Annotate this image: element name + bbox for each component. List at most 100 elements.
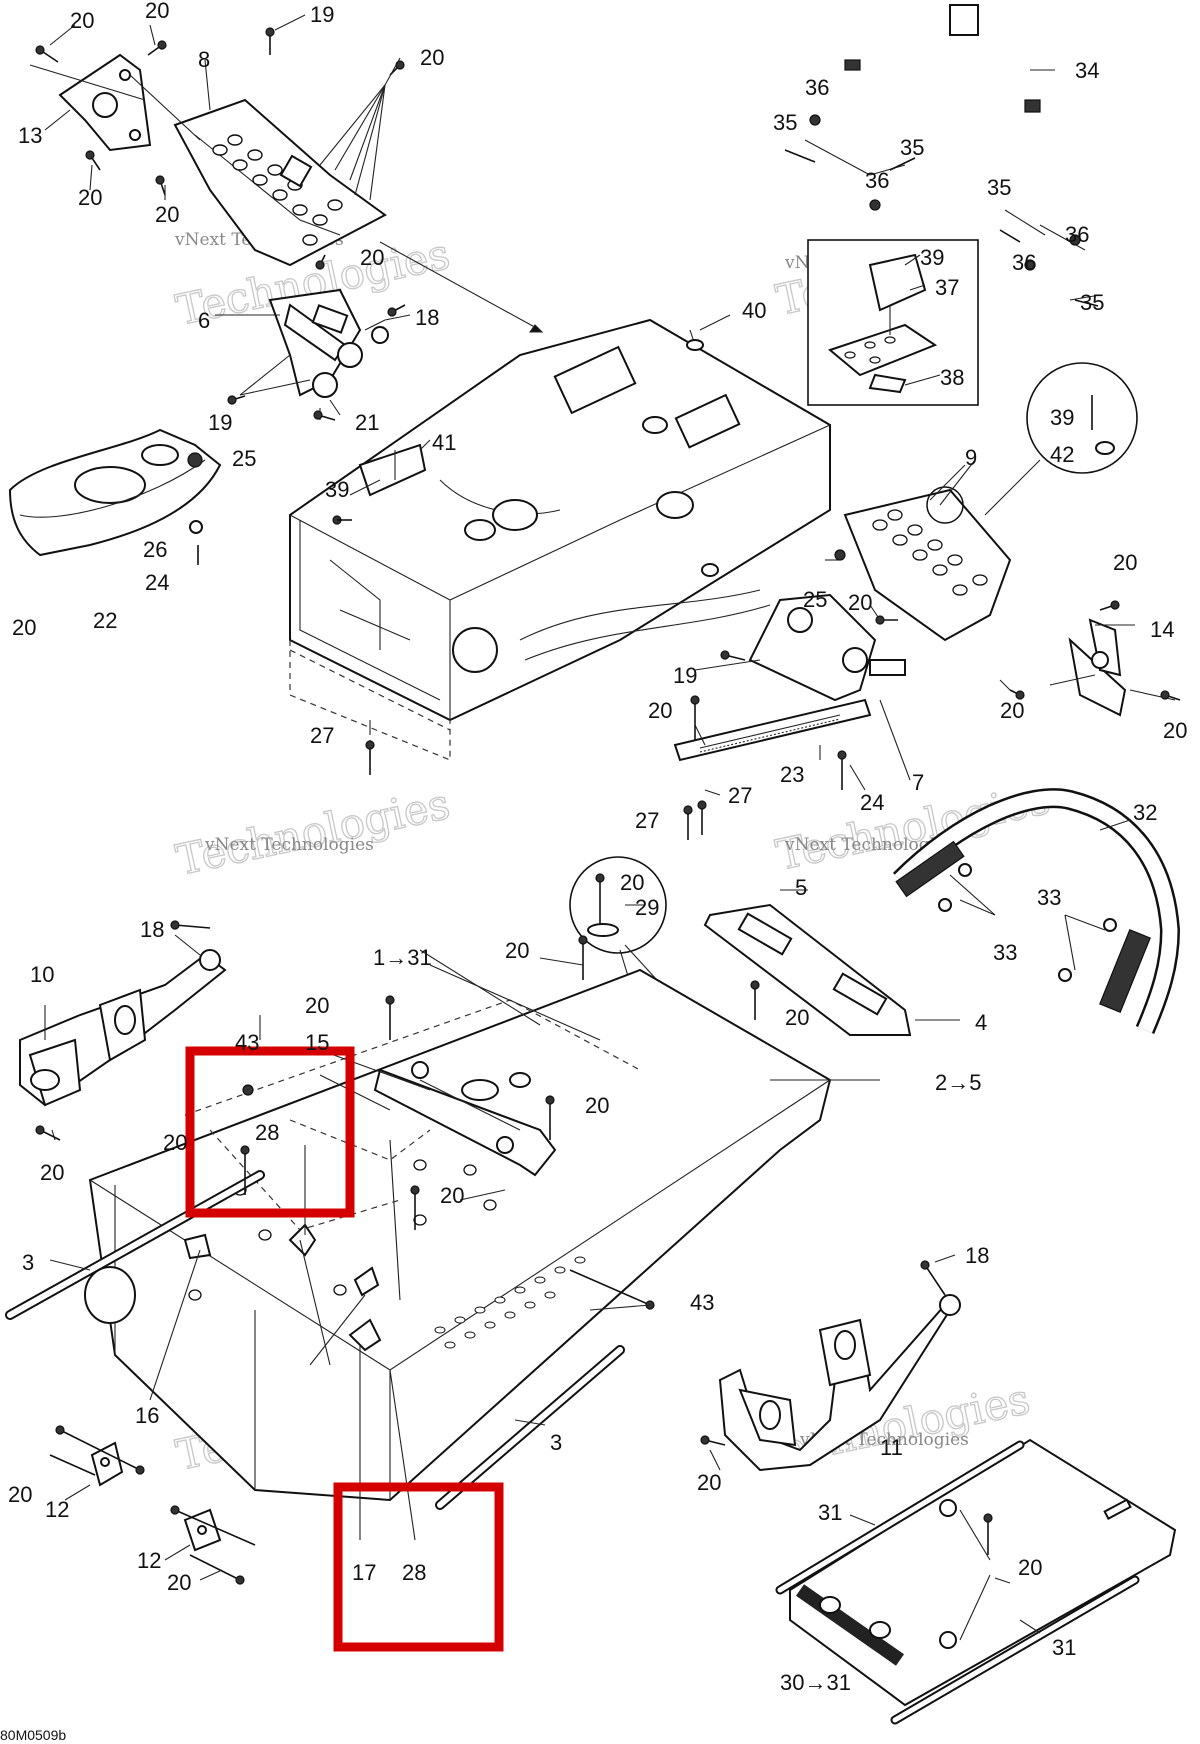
callout-36: 36 xyxy=(1065,222,1089,247)
part-13-bracket xyxy=(58,53,152,152)
watermark-3: Technologies xyxy=(172,779,454,885)
callout-10: 10 xyxy=(30,962,54,987)
callout-42: 42 xyxy=(1050,442,1074,467)
callout-35: 35 xyxy=(900,135,924,160)
callout-3: 3 xyxy=(550,1430,562,1455)
rivets-right-frame xyxy=(683,549,1181,840)
callout-6: 6 xyxy=(198,308,210,333)
callout-20: 20 xyxy=(12,615,36,640)
callout-20: 20 xyxy=(8,1482,32,1507)
part-14-bracket xyxy=(1068,618,1127,717)
callout-20: 20 xyxy=(505,938,529,963)
callout-14: 14 xyxy=(1150,617,1174,642)
callout-27: 27 xyxy=(635,808,659,833)
part-23-plate xyxy=(673,698,872,762)
callout-19: 19 xyxy=(208,410,232,435)
callout-20: 20 xyxy=(155,202,179,227)
callout-2-5: 2→5 xyxy=(935,1070,981,1095)
part-12-bracket-lower xyxy=(164,1505,256,1585)
callout-11: 11 xyxy=(880,1435,903,1460)
bolts-part-34 xyxy=(784,114,1099,307)
callout-20: 20 xyxy=(785,1005,809,1030)
leaders-part-34 xyxy=(804,69,1101,301)
part-12-bracket-upper xyxy=(49,1425,145,1501)
drawing-code: 80M0509b xyxy=(0,1727,66,1743)
callout-20: 20 xyxy=(1018,1555,1042,1580)
callout-20: 20 xyxy=(1113,550,1137,575)
rails-part-3 xyxy=(5,1170,625,1510)
callout-24: 24 xyxy=(145,570,169,595)
callout-36: 36 xyxy=(1012,250,1036,275)
callout-25: 25 xyxy=(232,446,256,471)
callout-30-31: 30→31 xyxy=(780,1670,851,1695)
callout-39: 39 xyxy=(325,477,349,502)
callout-21: 21 xyxy=(355,410,379,435)
callout-31: 31 xyxy=(1052,1635,1076,1660)
callout-20: 20 xyxy=(360,245,384,270)
detail-circle-29 xyxy=(569,856,731,1061)
part-7-hinge xyxy=(748,593,906,702)
callout-35: 35 xyxy=(1080,290,1104,315)
callout-15: 15 xyxy=(305,1030,329,1055)
highlight-boxes xyxy=(185,1046,504,1652)
callout-1-31: 1→31 xyxy=(373,945,432,970)
callout-16: 16 xyxy=(135,1403,159,1428)
part-15-bracket xyxy=(373,1061,557,1177)
leaders-part-32 xyxy=(780,819,1131,971)
callout-labels: 20 20 19 20 8 13 20 20 20 6 18 19 21 25 … xyxy=(8,0,1187,1695)
callout-35: 35 xyxy=(773,110,797,135)
callout-8: 8 xyxy=(198,47,210,72)
callout-20: 20 xyxy=(167,1570,191,1595)
callout-41: 41 xyxy=(432,430,456,455)
callout-19: 19 xyxy=(673,663,697,688)
rivets-tunnel xyxy=(240,935,760,1310)
callout-33: 33 xyxy=(1037,885,1061,910)
callout-20: 20 xyxy=(648,698,672,723)
callout-37: 37 xyxy=(935,275,959,300)
callout-12: 12 xyxy=(45,1497,69,1522)
callout-29: 29 xyxy=(635,895,659,920)
part-30-plate xyxy=(789,1438,1177,1707)
callout-22: 22 xyxy=(93,608,117,633)
callout-20: 20 xyxy=(70,8,94,33)
callout-9: 9 xyxy=(965,445,977,470)
callout-19: 19 xyxy=(310,2,334,27)
part-4-plate xyxy=(703,903,960,1036)
main-frame-upper xyxy=(289,318,831,722)
callout-39: 39 xyxy=(1050,405,1074,430)
callout-20: 20 xyxy=(1000,698,1024,723)
callout-34: 34 xyxy=(1075,58,1099,83)
callout-18: 18 xyxy=(965,1243,989,1268)
callout-20: 20 xyxy=(145,0,169,23)
callout-43: 43 xyxy=(235,1030,259,1055)
callout-20: 20 xyxy=(585,1093,609,1118)
part-11-bracket xyxy=(718,1294,961,1472)
rivets-part-10 xyxy=(35,920,211,1141)
callout-28: 28 xyxy=(402,1560,426,1585)
callout-24: 24 xyxy=(860,790,884,815)
leaders-top-left xyxy=(29,14,544,333)
callout-20: 20 xyxy=(305,993,329,1018)
callout-3: 3 xyxy=(22,1250,34,1275)
callout-40: 40 xyxy=(742,298,766,323)
leaders-part-6 xyxy=(215,314,411,420)
callout-18: 18 xyxy=(415,305,439,330)
part-10-bracket xyxy=(19,934,227,1141)
callout-31: 31 xyxy=(818,1500,842,1525)
tunnel-main xyxy=(84,968,832,1502)
rivets-top-left xyxy=(35,27,405,270)
callout-12: 12 xyxy=(137,1548,161,1573)
callout-20: 20 xyxy=(848,590,872,615)
part-22-cover xyxy=(8,428,222,565)
callout-36: 36 xyxy=(865,168,889,193)
callout-4: 4 xyxy=(975,1010,987,1035)
callout-33: 33 xyxy=(993,940,1017,965)
callout-20: 20 xyxy=(620,870,644,895)
leaders-tunnel xyxy=(49,949,880,1541)
callout-17: 17 xyxy=(352,1560,376,1585)
callout-20: 20 xyxy=(440,1183,464,1208)
callout-20: 20 xyxy=(420,45,444,70)
callout-20: 20 xyxy=(1163,718,1187,743)
part-6-hinge xyxy=(268,288,389,398)
part-8-footrest xyxy=(173,98,387,267)
